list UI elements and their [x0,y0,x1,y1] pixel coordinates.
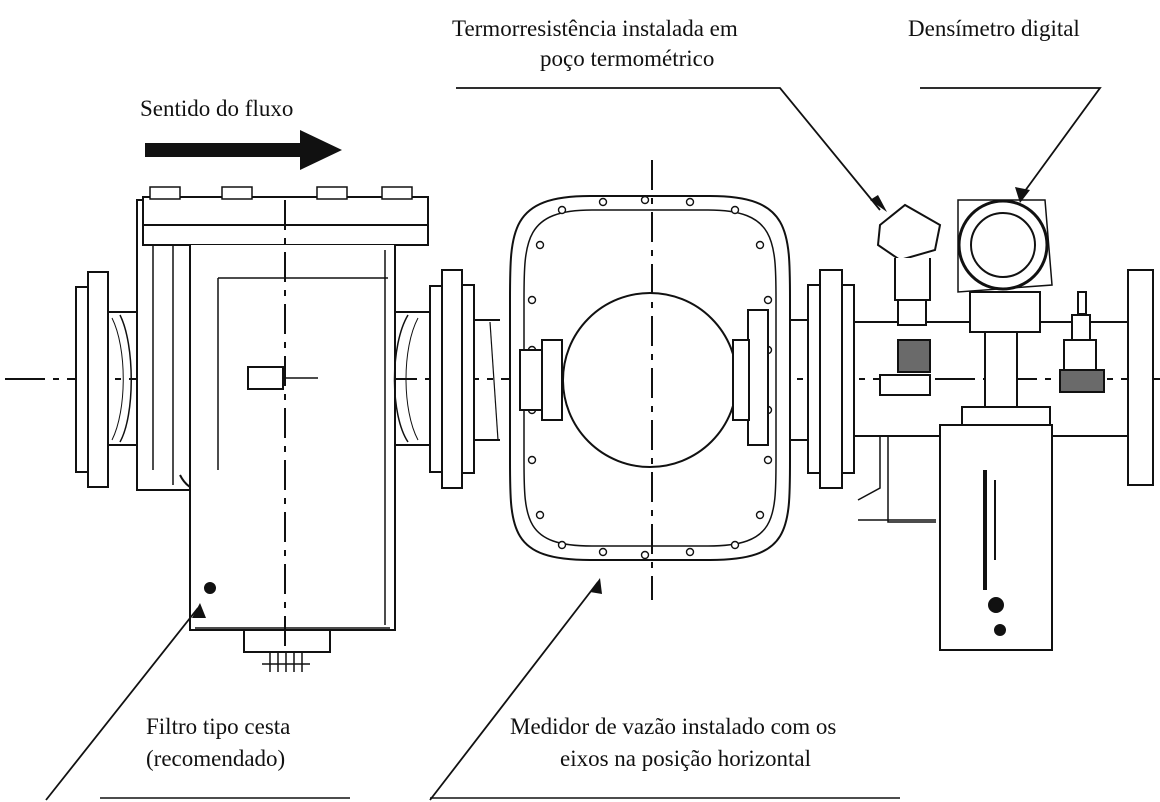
leader-lines [45,87,1102,801]
flow-direction-label: Sentido do fluxo [140,96,294,121]
instrument-spool [841,199,1154,651]
rtd-label-line1: Termorresistência instalada em [452,16,738,41]
meter-label-line1: Medidor de vazão instalado com os [510,714,837,739]
filter-label-line1: Filtro tipo cesta [146,714,291,739]
rtd-thermowell [876,203,942,396]
filter-label-line2: (recomendado) [146,746,286,771]
densimeter-label: Densímetro digital [908,16,1080,41]
rtd-label-line2: poço termométrico [540,46,715,71]
meter-label-line2: eixos na posição horizontal [560,746,812,771]
flow-direction-arrow [145,130,342,170]
sampling-valve [1059,291,1105,393]
flow-meter [461,160,843,600]
basket-filter [75,186,463,672]
digital-densimeter [939,199,1053,651]
